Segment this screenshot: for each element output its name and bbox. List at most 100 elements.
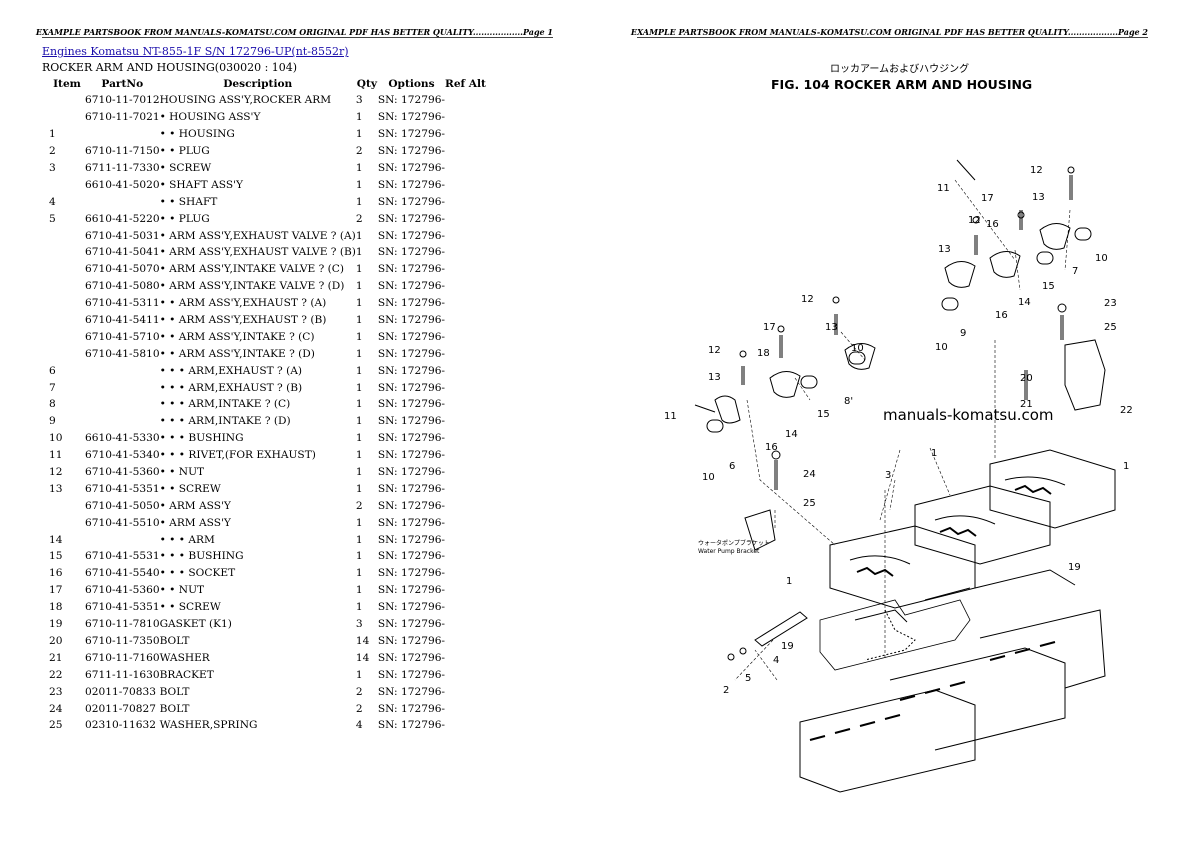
partno-cell: 6610-41-5220 bbox=[85, 212, 160, 225]
partno-cell: 6711-11-1630 bbox=[85, 668, 160, 681]
svg-text:13: 13 bbox=[708, 372, 721, 383]
svg-text:15: 15 bbox=[1042, 281, 1055, 292]
ref-alt-cell bbox=[445, 531, 486, 548]
options-cell: SN: 172796- bbox=[377, 195, 446, 208]
svg-text:1: 1 bbox=[786, 576, 792, 587]
qty-cell: 14 bbox=[355, 651, 370, 664]
ref-alt-cell bbox=[445, 464, 486, 481]
qty-cell: 1 bbox=[355, 398, 363, 411]
table-row: 6710-41-5080• ARM ASS'Y,INTAKE VALVE ? (… bbox=[42, 278, 486, 295]
qty-cell: 1 bbox=[355, 466, 363, 479]
description-cell: • SHAFT ASS'Y bbox=[159, 178, 243, 191]
qty-cell: 1 bbox=[355, 533, 363, 546]
options-cell: SN: 172796- bbox=[377, 398, 446, 411]
partno-cell: 6710-41-5710 bbox=[85, 330, 160, 343]
item-cell: 12 bbox=[49, 466, 63, 479]
ref-alt-cell bbox=[445, 480, 486, 497]
item-cell bbox=[42, 244, 85, 261]
ref-alt-cell bbox=[445, 210, 486, 227]
item-cell: 1 bbox=[49, 128, 56, 141]
svg-text:1: 1 bbox=[931, 448, 937, 459]
description-cell: • • SCREW bbox=[159, 482, 221, 495]
qty-cell: 1 bbox=[355, 432, 363, 445]
ref-alt-cell bbox=[445, 295, 486, 312]
partno-cell: 02011-70827 bbox=[85, 702, 156, 715]
item-cell bbox=[42, 109, 85, 126]
item-cell bbox=[42, 278, 85, 295]
description-cell: • • • BUSHING bbox=[159, 550, 244, 563]
description-cell: • • ARM ASS'Y,INTAKE ? (C) bbox=[159, 330, 315, 343]
item-cell: 11 bbox=[49, 449, 63, 462]
description-cell: • • ARM ASS'Y,EXHAUST ? (B) bbox=[159, 314, 327, 327]
item-cell: 8 bbox=[49, 398, 56, 411]
rocker-arms-drawing bbox=[706, 223, 1092, 433]
svg-text:12: 12 bbox=[968, 215, 981, 226]
qty-cell: 2 bbox=[355, 685, 363, 698]
description-cell: • • HOUSING bbox=[159, 128, 235, 141]
item-cell: 13 bbox=[49, 482, 63, 495]
options-cell: SN: 172796- bbox=[377, 719, 446, 732]
item-cell: 17 bbox=[49, 584, 63, 597]
qty-cell: 1 bbox=[355, 567, 363, 580]
description-cell: • SCREW bbox=[159, 162, 212, 174]
ref-alt-cell bbox=[445, 328, 486, 345]
partno-cell: 6710-41-5340 bbox=[85, 449, 160, 462]
partno-cell bbox=[85, 126, 160, 143]
partno-cell: 6710-41-5080 bbox=[85, 280, 160, 293]
ref-alt-cell bbox=[445, 616, 486, 633]
item-cell: 25 bbox=[49, 719, 63, 732]
description-cell: HOUSING ASS'Y,ROCKER ARM bbox=[159, 94, 332, 107]
options-cell: SN: 172796- bbox=[377, 381, 446, 394]
svg-text:25: 25 bbox=[803, 498, 816, 509]
description-cell: • ARM ASS'Y,INTAKE VALVE ? (C) bbox=[159, 263, 345, 276]
options-cell: SN: 172796- bbox=[377, 128, 446, 141]
description-cell: WASHER,SPRING bbox=[159, 719, 258, 732]
column-header-partno: PartNo bbox=[101, 78, 144, 90]
partno-cell: 6710-11-7012 bbox=[85, 94, 160, 107]
svg-text:25: 25 bbox=[1104, 322, 1117, 333]
ref-alt-cell bbox=[445, 396, 486, 413]
description-cell: BOLT bbox=[159, 685, 190, 698]
water-pump-bracket-drawing bbox=[744, 509, 776, 551]
description-cell: • • PLUG bbox=[159, 212, 210, 225]
svg-text:16: 16 bbox=[986, 219, 999, 230]
partno-cell: 6710-41-5510 bbox=[85, 516, 160, 529]
table-row: 6710-41-5031• ARM ASS'Y,EXHAUST VALVE ? … bbox=[42, 227, 486, 244]
ref-alt-cell bbox=[445, 345, 486, 362]
description-cell: • HOUSING ASS'Y bbox=[159, 111, 261, 124]
item-cell bbox=[42, 312, 85, 329]
partno-cell bbox=[85, 379, 160, 396]
ref-alt-cell bbox=[445, 599, 486, 616]
item-cell bbox=[42, 261, 85, 278]
ref-alt-cell bbox=[445, 261, 486, 278]
qty-cell: 1 bbox=[355, 482, 363, 495]
qty-cell: 1 bbox=[355, 364, 363, 377]
partno-cell: 02310-11632 bbox=[85, 719, 156, 732]
partno-cell: 6710-41-5360 bbox=[85, 466, 160, 479]
description-cell: • • ARM ASS'Y,EXHAUST ? (A) bbox=[159, 297, 327, 310]
svg-text:2: 2 bbox=[723, 685, 729, 696]
item-cell: 20 bbox=[49, 634, 63, 647]
qty-cell: 1 bbox=[355, 516, 363, 529]
description-cell: • • • ARM,EXHAUST ? (A) bbox=[159, 364, 302, 377]
item-cell: 10 bbox=[49, 432, 63, 445]
options-cell: SN: 172796- bbox=[377, 584, 446, 597]
item-cell bbox=[42, 92, 85, 109]
ref-alt-cell bbox=[445, 582, 486, 599]
description-cell: • ARM ASS'Y,INTAKE VALVE ? (D) bbox=[159, 280, 345, 293]
ref-alt-cell bbox=[445, 126, 486, 143]
model-link[interactable]: Engines Komatsu NT-855-1F S/N 172796-UP(… bbox=[42, 45, 349, 58]
description-cell: • • • ARM,EXHAUST ? (B) bbox=[159, 381, 303, 394]
